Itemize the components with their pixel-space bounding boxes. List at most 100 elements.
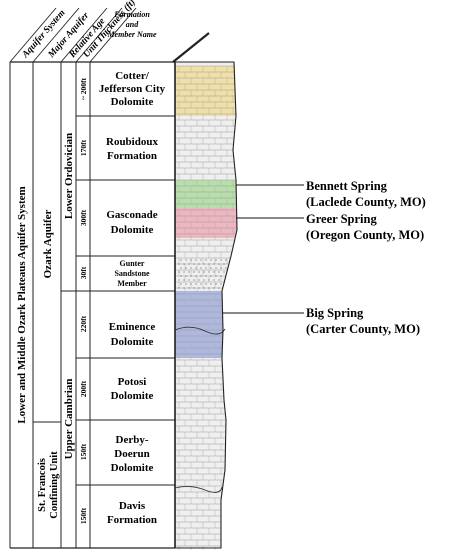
thickness-roubidoux: 170ft (79, 139, 88, 156)
spring-greer-name: Greer Spring (306, 212, 377, 226)
spring-big-location: (Carter County, MO) (306, 322, 420, 336)
lithology-sand-dot (220, 267, 222, 269)
formation-roubidoux-line2: Formation (107, 150, 157, 162)
formation-potosi-line1: Potosi (118, 376, 147, 388)
lithology-band-greer-pink (175, 208, 237, 238)
header-formation: Formation (113, 10, 150, 19)
lithology-sand-dot (218, 287, 220, 289)
lithology-sand-dot (193, 271, 195, 273)
lithology-sand-dot (198, 263, 200, 265)
lithology-column (174, 61, 238, 550)
lithology-sand-dot (178, 287, 180, 289)
lithology-sand-dot (185, 283, 187, 285)
spring-bennett-location: (Laclede County, MO) (306, 195, 426, 209)
lithology-sand-dot (218, 279, 220, 281)
lithology-sand-dot (180, 275, 182, 277)
spring-callouts: Bennett Spring (Laclede County, MO) Gree… (222, 179, 426, 336)
lithology-sand-dot (190, 267, 192, 269)
age-lower-ordovician: Lower Ordovician (63, 133, 75, 219)
formation-eminence-line1: Eminence (109, 321, 156, 333)
lithology-sand-dot (188, 263, 190, 265)
lithology-sand-dot (203, 271, 205, 273)
aquifer-system-label: Lower and Middle Ozark Plateaus Aquifer … (16, 186, 28, 423)
column-table-grid (10, 62, 175, 549)
lithology-sand-dot (185, 275, 187, 277)
lithology-sand-dot (210, 259, 212, 261)
thickness-davis: 150ft (79, 507, 88, 524)
lithology-sand-dot (195, 259, 197, 261)
thickness-potosi: 200ft (79, 380, 88, 397)
lithology-sand-dot (208, 263, 210, 265)
major-aquifer-confining-unit: Confining Unit (49, 451, 60, 519)
lithology-sand-dot (178, 271, 180, 273)
lithology-sand-dot (213, 263, 215, 265)
lithology-sand-dot (198, 287, 200, 289)
lithology-sand-dot (195, 267, 197, 269)
lithology-unconformity (174, 326, 226, 335)
formation-derby-line3: Dolomite (111, 462, 154, 474)
lithology-outline (174, 61, 238, 549)
formation-gunter-line3: Member (117, 279, 147, 288)
lithology-sand-dot (205, 283, 207, 285)
lithology-sand-dot (183, 271, 185, 273)
thickness-cotter: ~ 200ft (79, 77, 88, 100)
lithology-sand-dot (203, 287, 205, 289)
lithology-sand-dot (188, 279, 190, 281)
formation-names-column: Cotter/ Jefferson City Dolomite Roubidou… (99, 70, 166, 526)
lithology-sand-dot (193, 279, 195, 281)
lithology-sand-dot (218, 271, 220, 273)
lithology-sand-dot (223, 263, 225, 265)
lithology-sand-dot (180, 267, 182, 269)
header-member-name: Member Name (106, 30, 157, 39)
lithology-sand-dot (190, 275, 192, 277)
lithology-sand-dot (205, 267, 207, 269)
lithology-sand-dot (178, 279, 180, 281)
lithology-sand-dot (188, 287, 190, 289)
lithology-sand-dot (223, 271, 225, 273)
lithology-sand-dot (213, 287, 215, 289)
formation-potosi-line2: Dolomite (111, 390, 154, 402)
major-aquifer-st-francois: St. Francois (37, 458, 48, 512)
lithology-sand-dot (220, 275, 222, 277)
lithology-sand-dot (203, 263, 205, 265)
lithology-sand-dot (185, 267, 187, 269)
lithology-sand-dot (208, 279, 210, 281)
lithology-sand-dot (188, 271, 190, 273)
formation-derby-line1: Derby- (116, 434, 149, 446)
lithology-sand-dot (178, 263, 180, 265)
lithology-sand-dot (220, 283, 222, 285)
spring-greer-location: (Oregon County, MO) (306, 228, 424, 242)
lithology-sand-dot (183, 279, 185, 281)
formation-davis-line1: Davis (119, 500, 146, 512)
formation-cotter-line2: Jefferson City (99, 83, 166, 95)
formation-cotter-line3: Dolomite (111, 96, 154, 108)
thickness-eminence: 220ft (79, 315, 88, 332)
lithology-sand-dot (185, 259, 187, 261)
major-aquifer-ozark: Ozark Aquifer (42, 210, 54, 279)
lithology-sand-dot (193, 287, 195, 289)
thickness-derby-doerun: 150ft (79, 443, 88, 460)
lithology-unconformity (174, 485, 223, 493)
lithology-sand-dot (190, 259, 192, 261)
lithology-sand-dot (198, 271, 200, 273)
formation-roubidoux-line1: Roubidoux (106, 136, 158, 148)
lithology-sand-dot (225, 259, 227, 261)
formation-cotter-line1: Cotter/ (115, 70, 150, 82)
spring-bennett-name: Bennett Spring (306, 179, 388, 193)
lithology-sand-dot (215, 275, 217, 277)
lithology-sand-dot (195, 283, 197, 285)
lithology-sand-dot (205, 275, 207, 277)
lithology-sand-dot (205, 259, 207, 261)
lithology-sand-dot (208, 271, 210, 273)
lithology-sand-dot (208, 287, 210, 289)
lithology-sand-dot (180, 259, 182, 261)
lithology-sand-dot (210, 267, 212, 269)
unit-thickness-column: ~ 200ft 170ft 300ft 30ft 220ft 200ft 150… (79, 77, 88, 524)
lithology-sand-dot (190, 283, 192, 285)
lithology-sand-dot (215, 267, 217, 269)
lithology-sand-dot (183, 263, 185, 265)
thickness-gunter: 30ft (79, 266, 88, 279)
lithology-sand-dot (200, 275, 202, 277)
thickness-gasconade: 300ft (79, 209, 88, 226)
